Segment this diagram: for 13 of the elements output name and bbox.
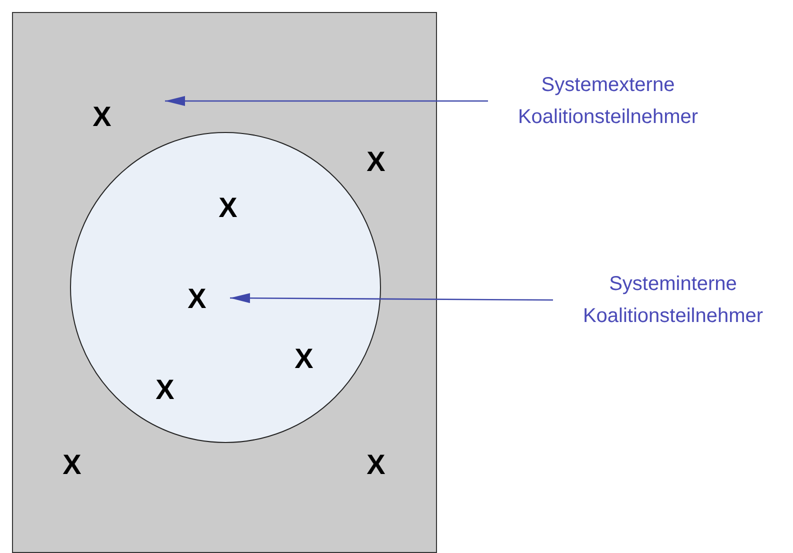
cross-mark: X (152, 376, 178, 406)
callout-label: Systemexterne Koalitionsteilnehmer (488, 69, 728, 133)
leader-arrow (230, 293, 553, 304)
cross-mark: X (291, 345, 317, 375)
cross-mark: X (363, 451, 389, 481)
cross-mark: X (89, 103, 115, 133)
callout-label: Systeminterne Koalitionsteilnehmer (553, 268, 793, 332)
system-area (12, 12, 437, 553)
cross-mark: X (215, 194, 241, 224)
cross-mark: X (59, 451, 85, 481)
cross-mark: X (363, 148, 389, 178)
cross-mark: X (184, 285, 210, 315)
leader-arrow (165, 96, 488, 106)
